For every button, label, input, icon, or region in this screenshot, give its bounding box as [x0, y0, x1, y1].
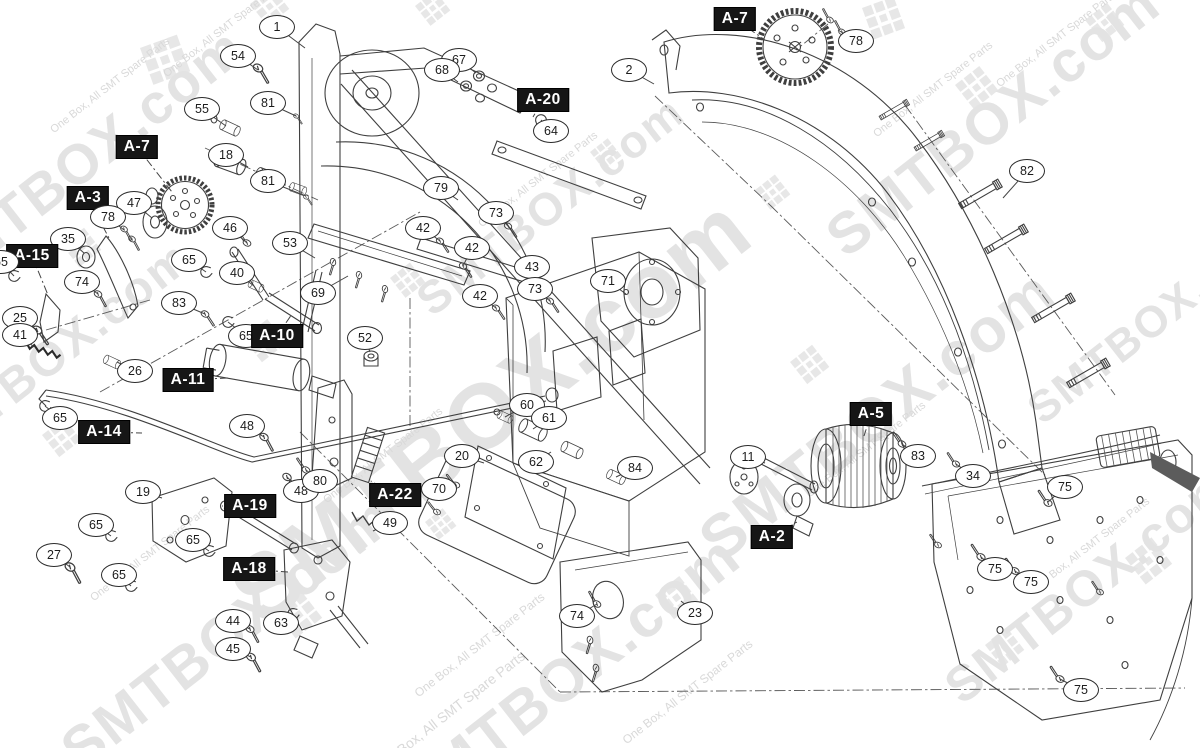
leader-line-79: [440, 187, 459, 201]
leader-line-67: [458, 59, 477, 74]
leader-line-65: [44, 405, 61, 419]
leader-line-70: [438, 484, 457, 490]
leader-line-75: [1047, 486, 1066, 503]
leader-line-73: [495, 212, 509, 227]
sprocket-left: [145, 175, 215, 235]
leader-line-65: [188, 259, 207, 273]
leader-line-65: [95, 524, 112, 537]
leader-line-25: [19, 317, 38, 331]
leader-line-62: [535, 451, 552, 463]
shaft-and-bushing-parts: [76, 70, 537, 281]
leader-line-A-7: [734, 18, 766, 41]
bottom-bracket: [559, 541, 702, 693]
leader-line-63: [280, 613, 294, 624]
leader-line-82: [1002, 170, 1028, 199]
leader-line-A-18: [248, 568, 289, 573]
leader-line-74: [576, 603, 598, 617]
leader-line-54: [237, 55, 259, 71]
leader-line-80: [305, 469, 321, 482]
construction-lines: [45, 23, 1186, 693]
leader-line-65: [118, 574, 132, 587]
leader-line-A-5: [863, 413, 872, 437]
leader-line-45: [232, 648, 252, 658]
leader-line-26: [116, 361, 136, 372]
leader-line-42: [422, 227, 441, 242]
leader-line-42: [462, 247, 473, 267]
leader-line-A-14: [103, 431, 143, 434]
leader-line-41: [19, 334, 35, 348]
leader-line-69: [317, 275, 349, 294]
leader-line-A-15: [31, 255, 49, 296]
leader-line-A-3: [87, 197, 111, 241]
leader-line-61: [532, 417, 550, 430]
leader-line-43: [531, 266, 542, 283]
leader-line-64: [540, 119, 552, 132]
leader-line-78: [107, 216, 125, 231]
leader-line-A-2: [771, 521, 798, 538]
leader-line-47: [133, 202, 153, 219]
leader-line-65: [192, 539, 210, 552]
leader-line-23: [680, 600, 696, 614]
leader-line-20: [461, 455, 485, 464]
leader-line-83: [901, 443, 919, 457]
leader-line-74: [81, 281, 99, 295]
leader-line-81: [267, 102, 297, 117]
leader-line-A-20: [532, 99, 544, 118]
leader-line-75: [980, 556, 996, 570]
leader-line-78: [837, 29, 857, 42]
leader-line-42: [479, 295, 497, 309]
leader-line-19: [142, 491, 163, 499]
leader-line-84: [615, 467, 636, 478]
leader-line-81: [267, 180, 307, 197]
leader-line-A-10: [276, 313, 293, 337]
leader-line-83: [178, 302, 206, 315]
leader-line-A-7: [136, 146, 173, 193]
leader-line-18: [225, 154, 249, 168]
leader-line-71: [607, 280, 627, 295]
leader-line-55: [201, 108, 227, 127]
leader-line-60: [504, 404, 528, 418]
leader-line-34: [955, 463, 974, 477]
leader-line-27: [53, 554, 71, 568]
leader-line-75: [1014, 570, 1032, 583]
leader-line-52: [364, 337, 371, 353]
leader-line-44: [232, 620, 251, 630]
leader-line-65: [0, 261, 15, 277]
leader-line-65: [227, 321, 247, 337]
leader-line-68: [441, 69, 459, 83]
leader-line-35: [67, 238, 85, 254]
leader-line-46: [229, 227, 248, 244]
leader-line-2: [628, 69, 655, 85]
leader-line-53: [289, 242, 316, 259]
leader-line-48: [286, 476, 302, 492]
leader-line-A-11: [187, 377, 229, 381]
sprocket-right: [756, 8, 834, 86]
leader-line-1: [276, 26, 306, 49]
leader-line-73: [534, 288, 551, 302]
leader-line-49: [372, 522, 391, 532]
leader-line-A-22: [370, 480, 396, 496]
leader-line-75: [1059, 678, 1082, 691]
leader-line-48: [246, 425, 265, 438]
leader-line-40: [236, 272, 255, 287]
leader-line-11: [747, 456, 766, 464]
